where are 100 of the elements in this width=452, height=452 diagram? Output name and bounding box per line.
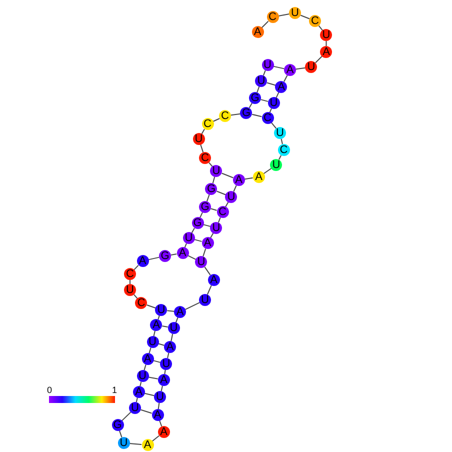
nucleotide-circle: A xyxy=(176,247,188,259)
connector-line xyxy=(261,20,269,28)
connector-line xyxy=(315,56,322,64)
nucleotide-circle: U xyxy=(199,294,211,306)
nucleotide-circle: U xyxy=(118,437,130,449)
nucleotide-circle: A xyxy=(232,174,245,186)
connector-line xyxy=(160,385,163,392)
connector-line xyxy=(121,412,132,422)
nucleotide-circle: A xyxy=(142,353,154,365)
nucleotide-circle: U xyxy=(305,61,318,73)
nucleotide-circle: C xyxy=(202,118,214,130)
nucleotide-circle: U xyxy=(124,284,136,296)
connector-line xyxy=(200,144,204,153)
nucleotide-circle: G xyxy=(249,92,261,104)
connector-line xyxy=(284,74,288,82)
nucleotide-circle: C xyxy=(262,112,274,124)
connector-line xyxy=(187,255,196,260)
connector-line xyxy=(300,14,310,20)
nucleotide-circle: A xyxy=(158,374,170,386)
nucleotide-circle: U xyxy=(136,370,148,382)
connector-line xyxy=(144,392,155,396)
nucleotide-circle: U xyxy=(270,159,282,171)
connector-line xyxy=(148,347,152,354)
nucleotide-circle: C xyxy=(135,297,148,309)
nucleotide-circle: G xyxy=(192,217,204,229)
connector-line xyxy=(208,162,213,167)
nucleotide-circle: A xyxy=(320,46,332,58)
connector-line xyxy=(129,443,142,445)
nucleotide-circle: G xyxy=(199,201,211,213)
connector-line xyxy=(144,364,146,371)
connector-line xyxy=(326,40,327,46)
nucleotide-circle: A xyxy=(150,319,162,331)
nucleotide-circle: C xyxy=(124,268,136,280)
connector-line xyxy=(244,177,254,180)
connector-line xyxy=(263,168,272,174)
connector-line xyxy=(252,114,262,118)
connector-line xyxy=(210,208,218,211)
connector-line xyxy=(133,294,138,299)
nucleotide-circle: U xyxy=(155,304,168,316)
nucleotide-circle: G xyxy=(159,250,171,262)
nucleotide-circle: A xyxy=(164,341,176,353)
connector-line xyxy=(166,310,175,312)
nucleotide-circle: U xyxy=(182,232,195,244)
nucleotide-circle: A xyxy=(174,306,186,318)
nucleotide-circle: U xyxy=(225,191,238,203)
connector-line xyxy=(148,376,158,380)
nucleotide-circle: U xyxy=(192,133,205,145)
nucleotide-circle: U xyxy=(268,97,280,109)
connector-line xyxy=(184,302,200,310)
connector-line xyxy=(118,430,122,438)
nucleotide-circle: U xyxy=(129,402,141,414)
connector-line xyxy=(159,420,162,427)
connector-line xyxy=(221,172,234,178)
nucleotide-circle: A xyxy=(142,439,154,451)
nucleotide-circle: C xyxy=(266,11,278,23)
scale-label: 0 xyxy=(47,385,52,395)
nucleotide-circle: A xyxy=(208,274,220,286)
connector-line xyxy=(266,82,276,86)
connector-line xyxy=(218,217,221,223)
connector-line xyxy=(262,70,266,76)
connector-line xyxy=(295,67,306,70)
nucleotide-circle: A xyxy=(252,26,264,38)
nucleotide-circle: U xyxy=(320,29,332,41)
connector-line xyxy=(148,256,160,260)
nucleotide-circle: C xyxy=(309,15,321,27)
connector-line xyxy=(167,352,170,359)
connector-line xyxy=(204,266,211,276)
connector-line xyxy=(202,248,206,257)
connector-line xyxy=(233,185,237,192)
nucleotide-circle: U xyxy=(262,59,274,71)
nucleotide-circle: U xyxy=(160,358,172,370)
connector-line xyxy=(212,176,216,184)
nucleotide-circle: C xyxy=(199,152,211,164)
nucleotide-circle: G xyxy=(205,183,218,195)
nucleotide-circle: G xyxy=(240,107,252,119)
connector-line xyxy=(248,102,252,108)
connector-line xyxy=(278,14,290,16)
nucleotide-circle: C xyxy=(216,206,228,218)
connector-line xyxy=(272,66,285,70)
connector-line xyxy=(260,99,268,102)
scale-label: 1 xyxy=(112,385,118,395)
connector-line xyxy=(158,402,160,410)
connector-line xyxy=(146,304,156,309)
nucleotide-circle: U xyxy=(210,165,222,177)
connector-line xyxy=(318,25,323,31)
nucleotide-circle: A xyxy=(202,237,214,249)
nucleotide-circle: U xyxy=(274,127,286,139)
connector-line xyxy=(164,369,166,375)
nucleotide-circle: A xyxy=(284,64,296,76)
nucleotide-circle: U xyxy=(168,322,180,334)
connector-line xyxy=(270,122,277,129)
connector-line xyxy=(230,113,241,116)
connector-line xyxy=(140,409,152,414)
connector-line xyxy=(280,138,283,145)
nucleotide-circle: U xyxy=(146,336,158,348)
nucleotide-circle: A xyxy=(252,171,265,183)
nucleotide-circle: U xyxy=(154,391,166,403)
nucleotide-circle: U xyxy=(255,75,268,87)
nucleotide-circle: A xyxy=(152,409,164,421)
nucleotide-circle: G xyxy=(112,419,124,431)
